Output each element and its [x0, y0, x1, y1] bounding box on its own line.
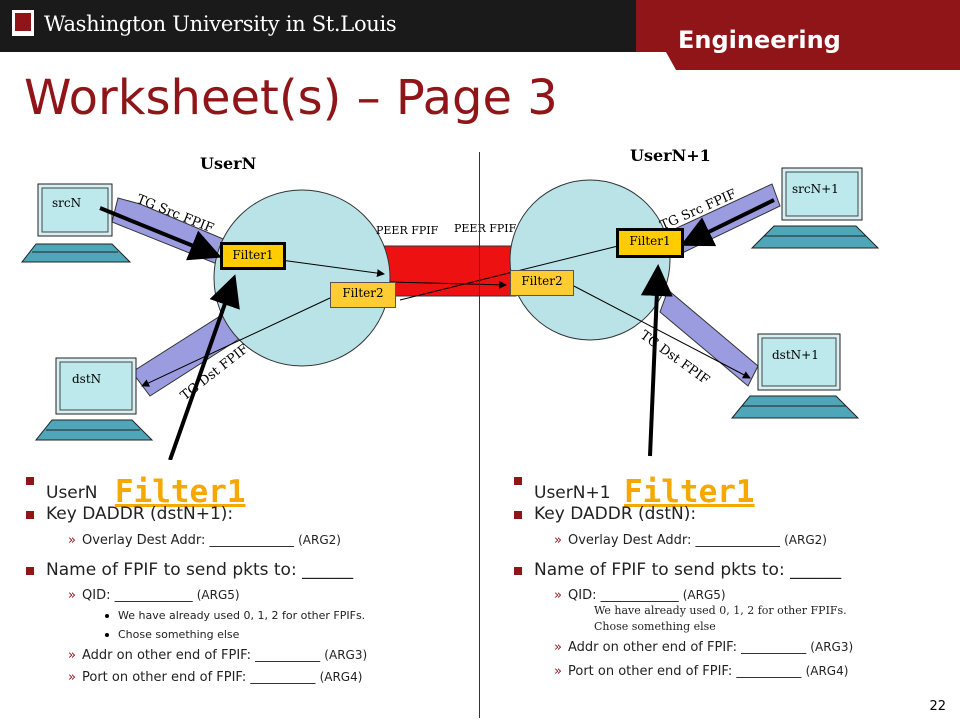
slide-number: 22	[929, 699, 946, 714]
router-right	[509, 179, 671, 341]
left-port: Port on other end of FPIF: __________ (A…	[68, 670, 363, 685]
left-port-text: Port on other end of FPIF: __________	[82, 670, 316, 685]
filter1-left-box: Filter1	[220, 242, 286, 270]
label-user-right: UserN+1	[630, 146, 711, 165]
engineering-label: Engineering	[678, 26, 841, 54]
right-qid-arg: (ARG5)	[682, 588, 726, 602]
label-peer-right: PEER FPIF	[454, 222, 517, 235]
column-divider	[479, 152, 480, 718]
computer-dstN-icon	[34, 357, 154, 441]
tg-dst-link-right	[659, 289, 759, 387]
left-addr-text: Addr on other end of FPIF: __________	[82, 648, 321, 663]
left-user-label: UserN	[46, 483, 98, 503]
right-note1: We have already used 0, 1, 2 for other F…	[594, 604, 847, 617]
right-port-arg: (ARG4)	[805, 664, 849, 678]
right-addr-arg: (ARG3)	[810, 640, 854, 654]
left-addr-arg: (ARG3)	[324, 648, 368, 662]
right-fpif: Name of FPIF to send pkts to: ______	[513, 560, 842, 580]
filter2-left-box: Filter2	[330, 282, 396, 308]
right-addr: Addr on other end of FPIF: __________ (A…	[554, 640, 854, 655]
page-title: Worksheet(s) – Page 3	[24, 70, 558, 126]
right-addr-text: Addr on other end of FPIF: __________	[568, 640, 807, 655]
right-overlay-text: Overlay Dest Addr: _____________	[568, 533, 780, 548]
filter2-right-box: Filter2	[510, 270, 574, 296]
label-dstN: dstN	[72, 372, 102, 386]
left-overlay-arg: (ARG2)	[298, 533, 341, 547]
left-fpif: Name of FPIF to send pkts to: ______	[25, 560, 354, 580]
label-user-left: UserN	[200, 154, 257, 173]
university-seal-icon	[12, 10, 34, 36]
left-overlay: Overlay Dest Addr: _____________ (ARG2)	[68, 533, 341, 548]
left-qid-arg: (ARG5)	[196, 588, 240, 602]
right-port-text: Port on other end of FPIF: __________	[568, 664, 802, 679]
left-overlay-text: Overlay Dest Addr: _____________	[82, 533, 294, 548]
left-note2: Chose something else	[104, 628, 240, 641]
left-note1: We have already used 0, 1, 2 for other F…	[104, 609, 366, 622]
right-key: Key DADDR (dstN):	[513, 504, 697, 524]
left-line1: UserN Filter1	[26, 470, 246, 510]
left-qid: QID: ____________ (ARG5)	[68, 588, 240, 603]
right-note2: Chose something else	[594, 620, 716, 633]
computer-srcN1-icon	[750, 167, 880, 249]
right-overlay: Overlay Dest Addr: _____________ (ARG2)	[554, 533, 827, 548]
right-filter1-link: Filter1	[623, 474, 755, 510]
left-addr: Addr on other end of FPIF: __________ (A…	[68, 648, 368, 663]
right-qid-text: QID: ____________	[568, 588, 679, 603]
right-port: Port on other end of FPIF: __________ (A…	[554, 664, 849, 679]
label-peer-left: PEER FPIF	[376, 224, 439, 237]
engineering-tab	[636, 0, 960, 70]
label-srcN: srcN	[52, 196, 82, 210]
label-dstN1: dstN+1	[772, 348, 819, 362]
left-qid-text: QID: ____________	[82, 588, 193, 603]
left-key: Key DADDR (dstN+1):	[25, 504, 234, 524]
right-user-label: UserN+1	[534, 483, 611, 503]
network-diagram	[20, 167, 880, 460]
right-line1: UserN+1 Filter1	[514, 470, 755, 510]
filter1-right-box: Filter1	[616, 228, 684, 258]
label-srcN1: srcN+1	[792, 182, 839, 196]
left-port-arg: (ARG4)	[319, 670, 363, 684]
left-filter1-link: Filter1	[114, 474, 246, 510]
computer-dstN1-icon	[730, 333, 860, 419]
right-qid: QID: ____________ (ARG5)	[554, 588, 726, 603]
university-logo-text: Washington University in St.Louis	[44, 12, 397, 36]
right-overlay-arg: (ARG2)	[784, 533, 827, 547]
